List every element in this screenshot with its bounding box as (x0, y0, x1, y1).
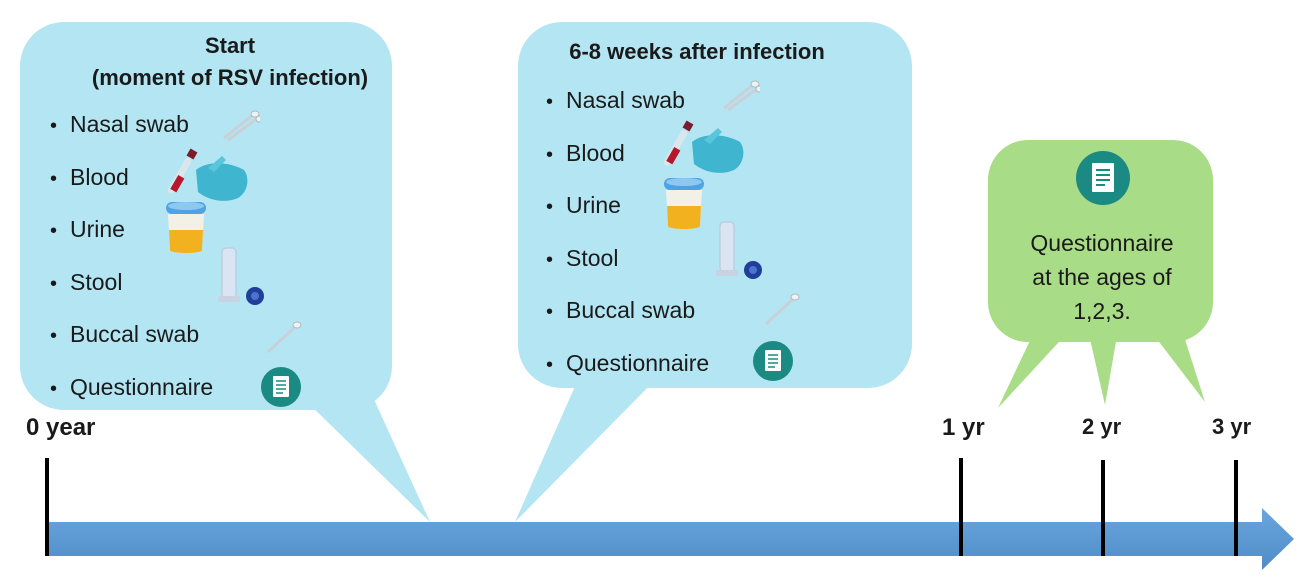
label-2-yr: 2 yr (1082, 414, 1122, 439)
list-item: •Urine (50, 216, 125, 242)
item-label: Nasal swab (70, 111, 189, 137)
timeline-arrow-shape (48, 508, 1294, 570)
list-item: •Stool (50, 268, 123, 295)
list-item: •Questionnaire (546, 349, 710, 376)
list-item: •Nasal swab (546, 87, 685, 113)
item-label: Urine (566, 192, 621, 218)
urine-cup-icon (166, 202, 206, 253)
list-item: •Blood (546, 139, 625, 166)
list-item: •Questionnaire (50, 373, 214, 400)
start-title-line2: (moment of RSV infection) (91, 65, 369, 90)
blood-tube-icon (168, 148, 248, 201)
label-3-yr: 3 yr (1212, 414, 1252, 439)
questionnaire-icon (1076, 151, 1130, 205)
item-label: Nasal swab (566, 87, 685, 113)
item-label: Buccal swab (70, 321, 200, 347)
questionnaire-line2: at the ages of (1032, 264, 1172, 290)
questionnaire-tail-2yr (1088, 330, 1118, 405)
item-label: Buccal swab (566, 297, 696, 323)
start-bubble-tail (300, 395, 430, 522)
tick-2-yr (1101, 460, 1105, 556)
start-title-line1: Start (204, 33, 256, 58)
questionnaire-line3: 1,2,3. (1073, 298, 1131, 324)
list-item: •Blood (50, 163, 129, 190)
item-label: Blood (566, 139, 625, 166)
questionnaire-tail-1yr (998, 330, 1070, 408)
list-item: •Stool (546, 244, 619, 271)
questionnaire-icon (753, 341, 793, 381)
tick-0-year (45, 458, 49, 556)
questionnaire-tail-3yr (1150, 330, 1205, 402)
start-bubble (20, 22, 392, 410)
urine-cup-icon (664, 178, 704, 229)
followup-bubble-tail (515, 375, 660, 522)
label-0-year: 0 year (26, 414, 96, 441)
stool-tube-icon (716, 221, 762, 279)
tick-3-yr (1234, 460, 1238, 556)
list-item: •Nasal swab (50, 111, 189, 137)
questionnaire-line1: Questionnaire (1030, 230, 1174, 256)
start-sample-list: •Nasal swab •Blood •Urine •Stool •Buccal… (50, 108, 213, 423)
blood-tube-icon (664, 120, 744, 173)
tick-1-yr (959, 458, 963, 556)
questionnaire-bubble-text: Questionnaire at the ages of 1,2,3. (996, 226, 1208, 328)
item-label: Urine (70, 216, 125, 242)
label-1-yr: 1 yr (942, 414, 985, 441)
nasal-swab-icon (723, 80, 760, 112)
buccal-swab-icon (266, 321, 302, 354)
questionnaire-icon (261, 367, 301, 407)
item-label: Stool (566, 244, 619, 271)
nasal-swab-icon (223, 110, 260, 142)
item-label: Questionnaire (70, 373, 214, 400)
list-item: •Buccal swab (50, 321, 200, 347)
item-label: Blood (70, 163, 129, 190)
item-label: Questionnaire (566, 349, 710, 376)
stool-tube-icon (218, 247, 264, 305)
item-label: Stool (70, 268, 123, 295)
list-item: •Urine (546, 192, 621, 218)
followup-bubble-title: 6-8 weeks after infection (569, 39, 825, 64)
start-bubble-title: Start (moment of RSV infection) (20, 30, 440, 94)
followup-sample-list: •Nasal swab •Blood •Urine •Stool •Buccal… (546, 84, 709, 399)
list-item: •Buccal swab (546, 297, 696, 323)
buccal-swab-icon (764, 293, 800, 326)
followup-bubble (518, 22, 912, 388)
